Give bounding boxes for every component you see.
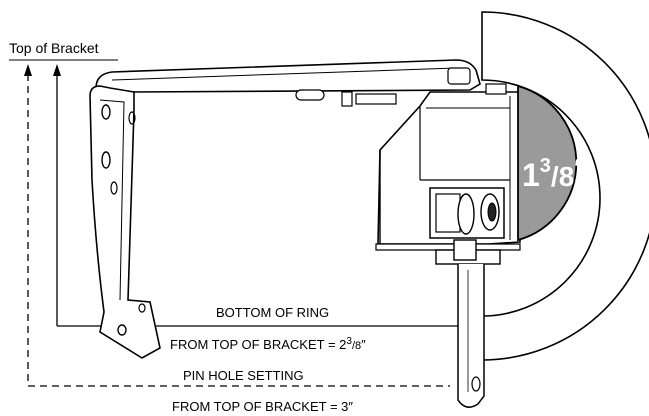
top-of-bracket-label: Top of Bracket xyxy=(9,40,99,56)
pin-hole-icon xyxy=(471,376,481,392)
bottom-of-ring-value: FROM TOP OF BRACKET = 23/8″ xyxy=(170,336,366,352)
bracket-slot xyxy=(101,104,111,120)
bottom-of-ring-title: BOTTOM OF RING xyxy=(216,305,329,320)
curtain-ring xyxy=(481,11,649,361)
pin-hook xyxy=(457,264,485,408)
pin-hole-setting-value: FROM TOP OF BRACKET = 3″ xyxy=(172,399,353,414)
pin-hole-arrow-icon xyxy=(24,64,32,76)
ring-size-label: 13/8″ xyxy=(522,155,586,193)
pin-hole-setting-title: PIN HOLE SETTING xyxy=(183,368,304,383)
bracket-plate xyxy=(89,85,161,359)
ring-size-indicator xyxy=(517,84,578,242)
roller-left xyxy=(457,193,475,235)
bracket-screw-hole xyxy=(117,324,127,336)
bracket-arm xyxy=(95,59,481,106)
ring-bottom-arrow-icon xyxy=(53,64,61,76)
